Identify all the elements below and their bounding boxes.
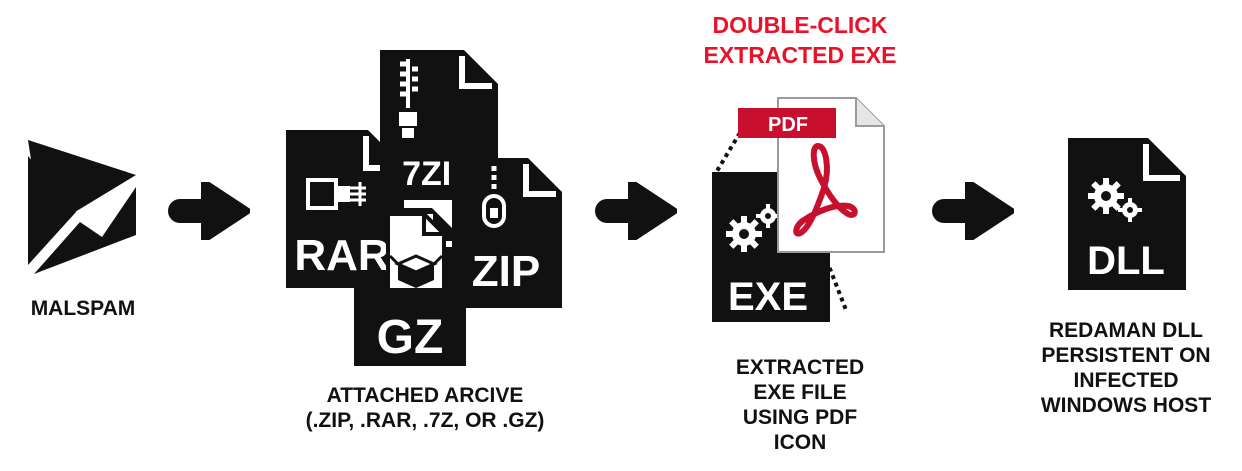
arrow-icon [168,182,250,240]
rar-file-icon: RAR [286,130,404,288]
rar-file-text: RAR [294,231,389,280]
zip-file-icon: ZIP [452,158,562,308]
arrow-icon [932,182,1014,240]
envelope-icon [28,140,136,274]
dll-file-icon: DLL [1068,138,1186,290]
dll-label: REDAMAN DLL PERSISTENT ON INFECTED WINDO… [1040,319,1212,417]
double-click-instruction: DOUBLE-CLICK EXTRACTED EXE [703,12,897,68]
dll-file-text: DLL [1087,239,1165,283]
exe-file-text: EXE [728,275,808,319]
exe-label: EXTRACTED EXE FILE USING PDF ICON [735,356,865,454]
zip-file-text: ZIP [472,247,540,296]
arrow-icon [595,182,677,240]
package-file-icon [386,212,446,292]
gz-file-text: GZ [377,311,444,364]
malspam-label: MALSPAM [30,297,136,320]
archive-label: ATTACHED ARCIVE (.ZIP, .RAR, .7Z, OR .GZ… [305,384,545,432]
pdf-tag-text: PDF [768,114,808,136]
acrobat-logo-icon [793,143,858,237]
pdf-document-icon: PDF [738,97,885,253]
